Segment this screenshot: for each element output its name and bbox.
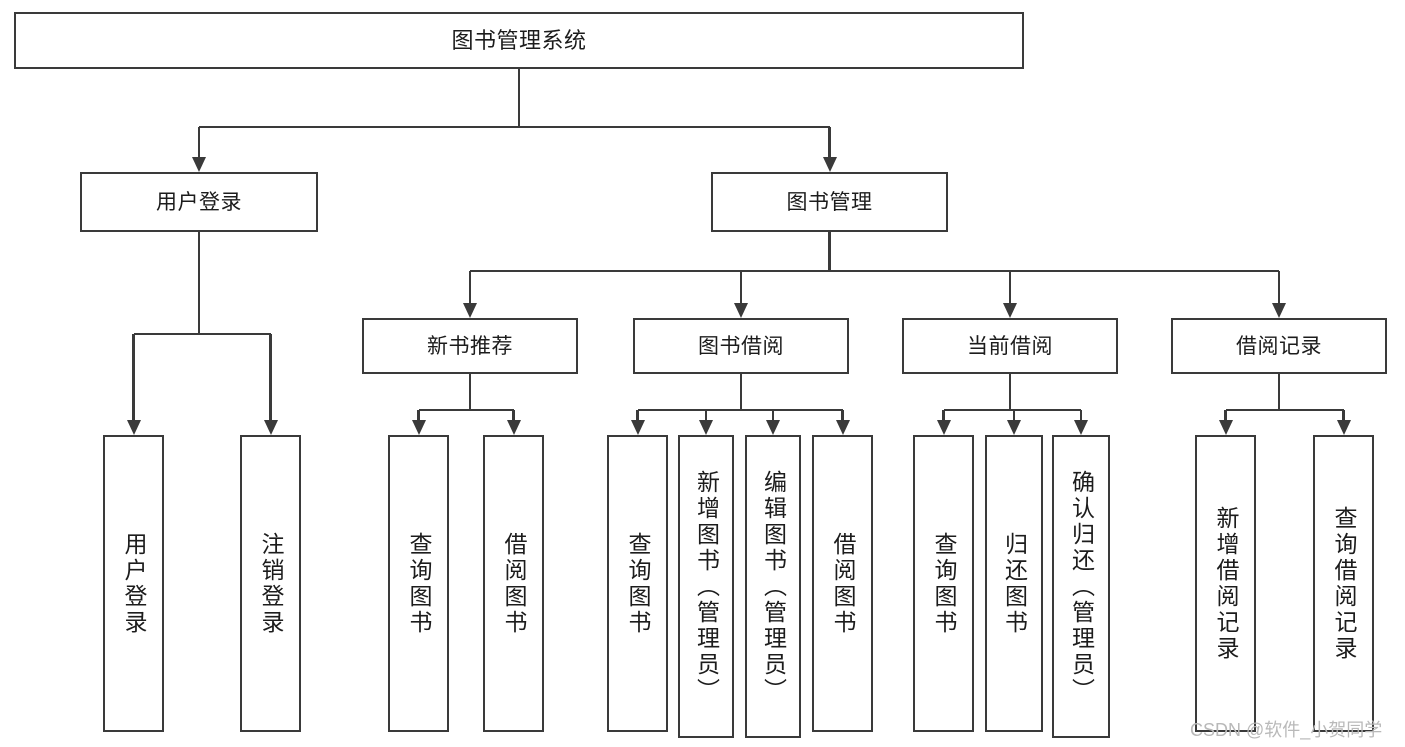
node-label: 借阅图书 (830, 531, 856, 636)
connector-vertical (1012, 410, 1016, 422)
connector-vertical (1008, 271, 1012, 305)
arrowhead-icon (192, 157, 206, 172)
node-leaf-confirm-return[interactable]: 确认归还（管理员） (1052, 435, 1110, 738)
node-new-book-recommend[interactable]: 新书推荐 (362, 318, 578, 374)
arrowhead-icon (1003, 303, 1017, 318)
connector-vertical (269, 334, 272, 422)
csdn-watermark: CSDN @软件_小贺同学 (1190, 720, 1383, 740)
node-label: 新书推荐 (427, 334, 513, 358)
node-label: 新增借阅记录 (1213, 505, 1239, 662)
connector-vertical (739, 271, 743, 305)
arrowhead-icon (126, 420, 141, 435)
node-leaf-borrow-book-a[interactable]: 借阅图书 (483, 435, 544, 732)
arrowhead-icon (1007, 420, 1021, 435)
node-label: 当前借阅 (967, 334, 1053, 358)
node-label: 新增图书（管理员） (693, 469, 720, 704)
node-label: 查询图书 (625, 531, 651, 636)
arrowhead-icon (1272, 303, 1286, 318)
arrowhead-icon (936, 420, 951, 435)
connector-vertical (739, 374, 743, 410)
node-label: 借阅记录 (1236, 334, 1322, 358)
arrowhead-icon (734, 303, 748, 318)
connector-horizontal (1225, 408, 1344, 412)
node-leaf-query-book-c[interactable]: 查询图书 (913, 435, 974, 732)
arrowhead-icon (766, 420, 780, 435)
arrowhead-icon (506, 420, 521, 435)
connector-horizontal (470, 269, 1279, 273)
connector-vertical (1277, 271, 1281, 305)
connector-vertical (468, 271, 472, 305)
arrowhead-icon (835, 420, 850, 435)
node-label: 图书管理系统 (451, 27, 587, 53)
node-leaf-return-book[interactable]: 归还图书 (985, 435, 1043, 732)
node-leaf-add-record[interactable]: 新增借阅记录 (1195, 435, 1256, 732)
connector-vertical (828, 232, 831, 271)
node-label: 查询图书 (931, 531, 957, 636)
arrowhead-icon (822, 157, 837, 172)
connector-vertical (517, 69, 521, 127)
connector-vertical (1342, 410, 1345, 422)
node-book-borrow[interactable]: 图书借阅 (633, 318, 849, 374)
connector-vertical (771, 410, 775, 422)
connector-vertical (828, 127, 831, 159)
arrowhead-icon (1336, 420, 1351, 435)
node-leaf-user-logout[interactable]: 注销登录 (240, 435, 301, 732)
connector-vertical (512, 410, 515, 422)
connector-vertical (841, 410, 844, 422)
node-leaf-query-book-b[interactable]: 查询图书 (607, 435, 668, 732)
node-label: 确认归还（管理员） (1068, 469, 1095, 704)
arrowhead-icon (411, 420, 426, 435)
node-label: 注销登录 (258, 531, 284, 636)
arrowhead-icon (463, 303, 477, 318)
connector-vertical (132, 334, 135, 422)
connector-horizontal (418, 408, 514, 412)
node-leaf-user-login[interactable]: 用户登录 (103, 435, 164, 732)
arrowhead-icon (1218, 420, 1233, 435)
node-label: 图书管理 (786, 190, 873, 214)
node-leaf-add-book[interactable]: 新增图书（管理员） (678, 435, 734, 738)
node-leaf-edit-book[interactable]: 编辑图书（管理员） (745, 435, 801, 738)
connector-vertical (197, 127, 201, 159)
node-borrow-record[interactable]: 借阅记录 (1171, 318, 1387, 374)
node-label: 用户登录 (156, 190, 242, 214)
node-label: 归还图书 (1001, 531, 1028, 636)
node-label: 借阅图书 (501, 531, 527, 636)
connector-vertical (704, 410, 708, 422)
node-label: 用户登录 (121, 531, 147, 636)
node-label: 查询借阅记录 (1331, 505, 1357, 662)
connector-vertical (636, 410, 639, 422)
connector-vertical (1224, 410, 1227, 422)
connector-vertical (1079, 410, 1083, 422)
node-leaf-borrow-book-b[interactable]: 借阅图书 (812, 435, 873, 732)
node-leaf-query-record[interactable]: 查询借阅记录 (1313, 435, 1374, 732)
arrowhead-icon (699, 420, 713, 435)
connector-horizontal (637, 408, 843, 412)
node-label: 查询图书 (406, 531, 432, 636)
node-current-borrow[interactable]: 当前借阅 (902, 318, 1118, 374)
arrowhead-icon (263, 420, 278, 435)
arrowhead-icon (630, 420, 645, 435)
node-root-system[interactable]: 图书管理系统 (14, 12, 1024, 69)
node-user-login[interactable]: 用户登录 (80, 172, 318, 232)
connector-vertical (417, 410, 420, 422)
node-label: 编辑图书（管理员） (760, 469, 787, 704)
connector-vertical (197, 232, 201, 334)
connector-vertical (1008, 374, 1012, 410)
connector-horizontal (133, 332, 271, 336)
connector-vertical (1277, 374, 1281, 410)
connector-vertical (942, 410, 945, 422)
arrowhead-icon (1074, 420, 1088, 435)
node-leaf-query-book-a[interactable]: 查询图书 (388, 435, 449, 732)
node-book-manage[interactable]: 图书管理 (711, 172, 948, 232)
connector-horizontal (199, 125, 830, 129)
connector-horizontal (943, 408, 1081, 412)
node-label: 图书借阅 (698, 334, 784, 358)
connector-vertical (468, 374, 472, 410)
